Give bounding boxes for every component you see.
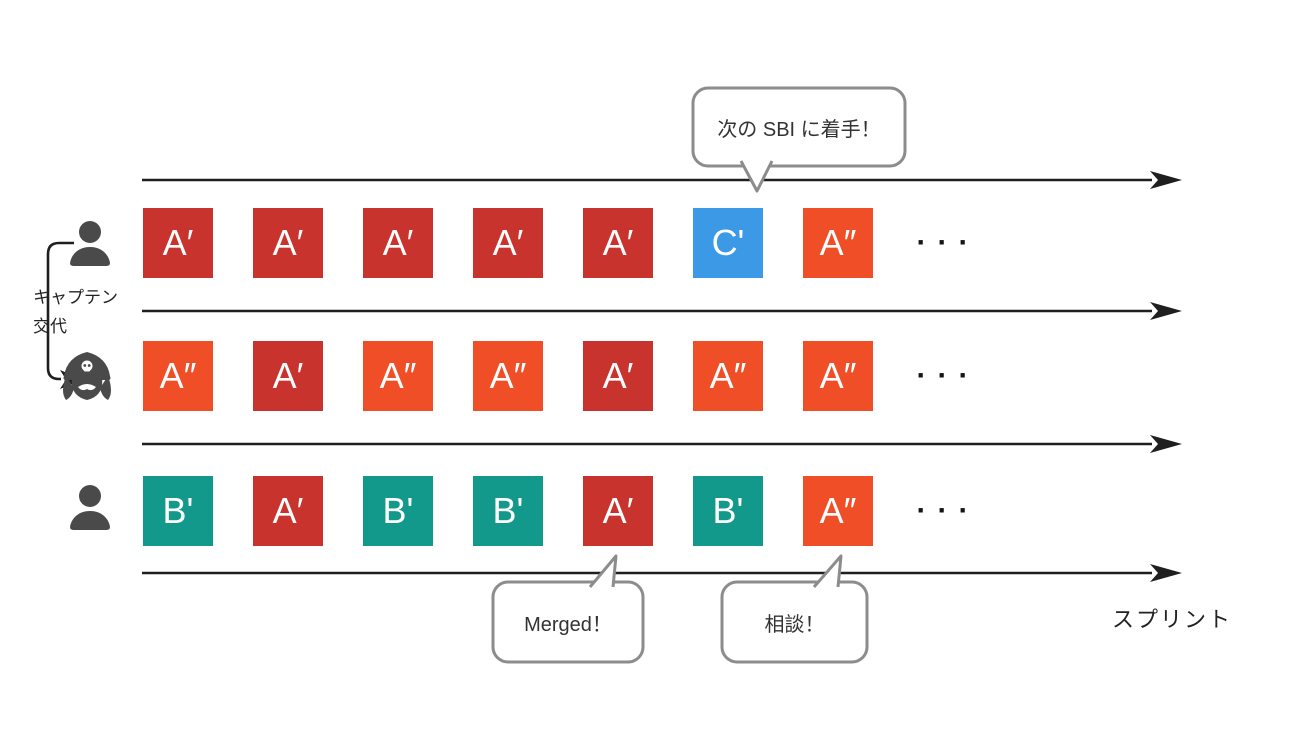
consult-bubble-text: 相談！ (764, 613, 825, 636)
task-box-label: A″ (159, 355, 197, 396)
task-box-label: A′ (162, 222, 194, 263)
task-box: C' (693, 208, 763, 278)
speech-bubble-next-sbi (691, 86, 907, 193)
task-box-label: B' (492, 490, 524, 531)
person-icon (70, 485, 110, 530)
task-box: A″ (803, 208, 873, 278)
captain-change-line2: 交代 (33, 316, 67, 336)
task-box: B' (473, 476, 543, 546)
task-box: A′ (363, 208, 433, 278)
ellipsis-row-2: ··· (916, 359, 980, 392)
timeline-arrow-3 (142, 435, 1182, 453)
person-icon (70, 221, 110, 266)
task-box-label: B' (162, 490, 194, 531)
task-box: B' (363, 476, 433, 546)
pirate-captain-icon (63, 352, 111, 400)
task-box-label: A′ (382, 222, 414, 263)
task-box-label: C' (711, 222, 745, 263)
speech-bubble-merged (491, 554, 645, 664)
task-box: A″ (803, 476, 873, 546)
task-box-label: A″ (709, 355, 747, 396)
task-box-label: A″ (819, 490, 857, 531)
task-box: A″ (803, 341, 873, 411)
captain-change-line1: キャプテン (33, 288, 118, 307)
captain-change-label: キャプテン 交代 (33, 284, 118, 342)
task-box-label: A′ (492, 222, 524, 263)
task-box: A″ (143, 341, 213, 411)
task-box: B' (143, 476, 213, 546)
task-box-label: A′ (272, 355, 304, 396)
task-box-label: A′ (272, 222, 304, 263)
task-box: A″ (473, 341, 543, 411)
task-box: A′ (583, 341, 653, 411)
timeline-arrow-1 (142, 171, 1182, 189)
task-box-label: A″ (819, 222, 857, 263)
speech-bubble-consult (720, 554, 869, 664)
task-box-label: A′ (272, 490, 304, 531)
timeline-arrow-2 (142, 302, 1182, 320)
task-box: B' (693, 476, 763, 546)
task-box-label: A′ (602, 490, 634, 531)
task-box: A′ (473, 208, 543, 278)
task-box-label: B' (382, 490, 414, 531)
task-box-label: B' (712, 490, 744, 531)
task-box-label: A′ (602, 355, 634, 396)
task-box-label: A′ (602, 222, 634, 263)
task-box-label: A″ (379, 355, 417, 396)
sprint-axis-label: スプリント (1111, 607, 1232, 632)
ellipsis-row-3: ··· (916, 494, 980, 527)
task-box: A′ (253, 476, 323, 546)
merged-bubble-text: Merged！ (524, 613, 612, 636)
task-box: A″ (363, 341, 433, 411)
task-box-label: A″ (819, 355, 857, 396)
task-box: A′ (253, 208, 323, 278)
task-box: A″ (693, 341, 763, 411)
task-box-label: A″ (489, 355, 527, 396)
task-box: A′ (583, 476, 653, 546)
task-box: A′ (143, 208, 213, 278)
task-box: A′ (583, 208, 653, 278)
task-box: A′ (253, 341, 323, 411)
next-sbi-bubble-text: 次の SBI に着手！ (717, 118, 881, 141)
timeline-arrow-4 (142, 564, 1182, 582)
ellipsis-row-1: ··· (916, 226, 980, 259)
